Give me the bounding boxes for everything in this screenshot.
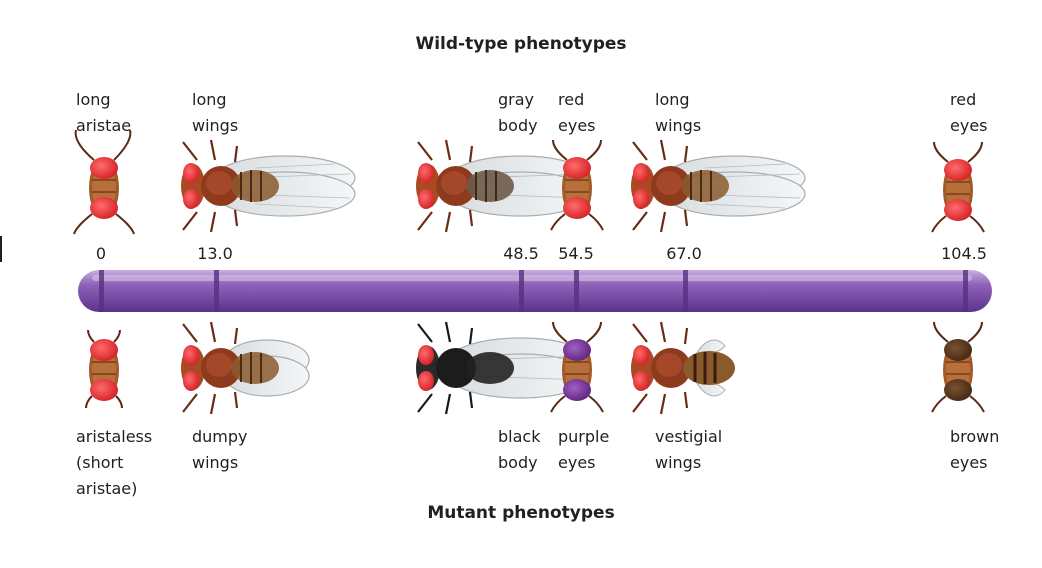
locus-band-54 [574,270,579,312]
fly-head-red-eyes-icon [931,141,985,233]
locus-band-104 [963,270,968,312]
chromosome-bar [78,270,992,312]
fly-head-red-eyes-icon [550,139,604,231]
locus-band-67 [683,270,688,312]
locus-position-67: 67.0 [666,244,702,263]
locus-position-54: 54.5 [558,244,594,263]
fly-vestigial-wings-icon [629,320,735,416]
left-edge-mark [0,236,2,262]
wild-type-heading: Wild-type phenotypes [415,34,627,54]
locus-position-0: 0 [95,244,107,263]
fly-long-wings-icon [629,138,806,234]
locus-position-48: 48.5 [503,244,539,263]
locus-position-13: 13.0 [197,244,233,263]
fly-head-long-aristae-icon [73,129,135,235]
locus-band-0 [99,270,104,312]
fly-head-purple-eyes-icon [550,321,604,413]
locus-band-13 [214,270,219,312]
mutant-heading: Mutant phenotypes [427,503,615,523]
fly-head-brown-eyes-icon [931,321,985,413]
locus-position-104: 104.5 [941,244,987,263]
fly-long-wings-icon [179,138,356,234]
locus-band-48 [519,270,524,312]
fly-dumpy-wings-icon [179,320,310,416]
fly-head-short-aristae-icon [85,329,123,409]
fly-gray-body-icon [414,138,591,234]
